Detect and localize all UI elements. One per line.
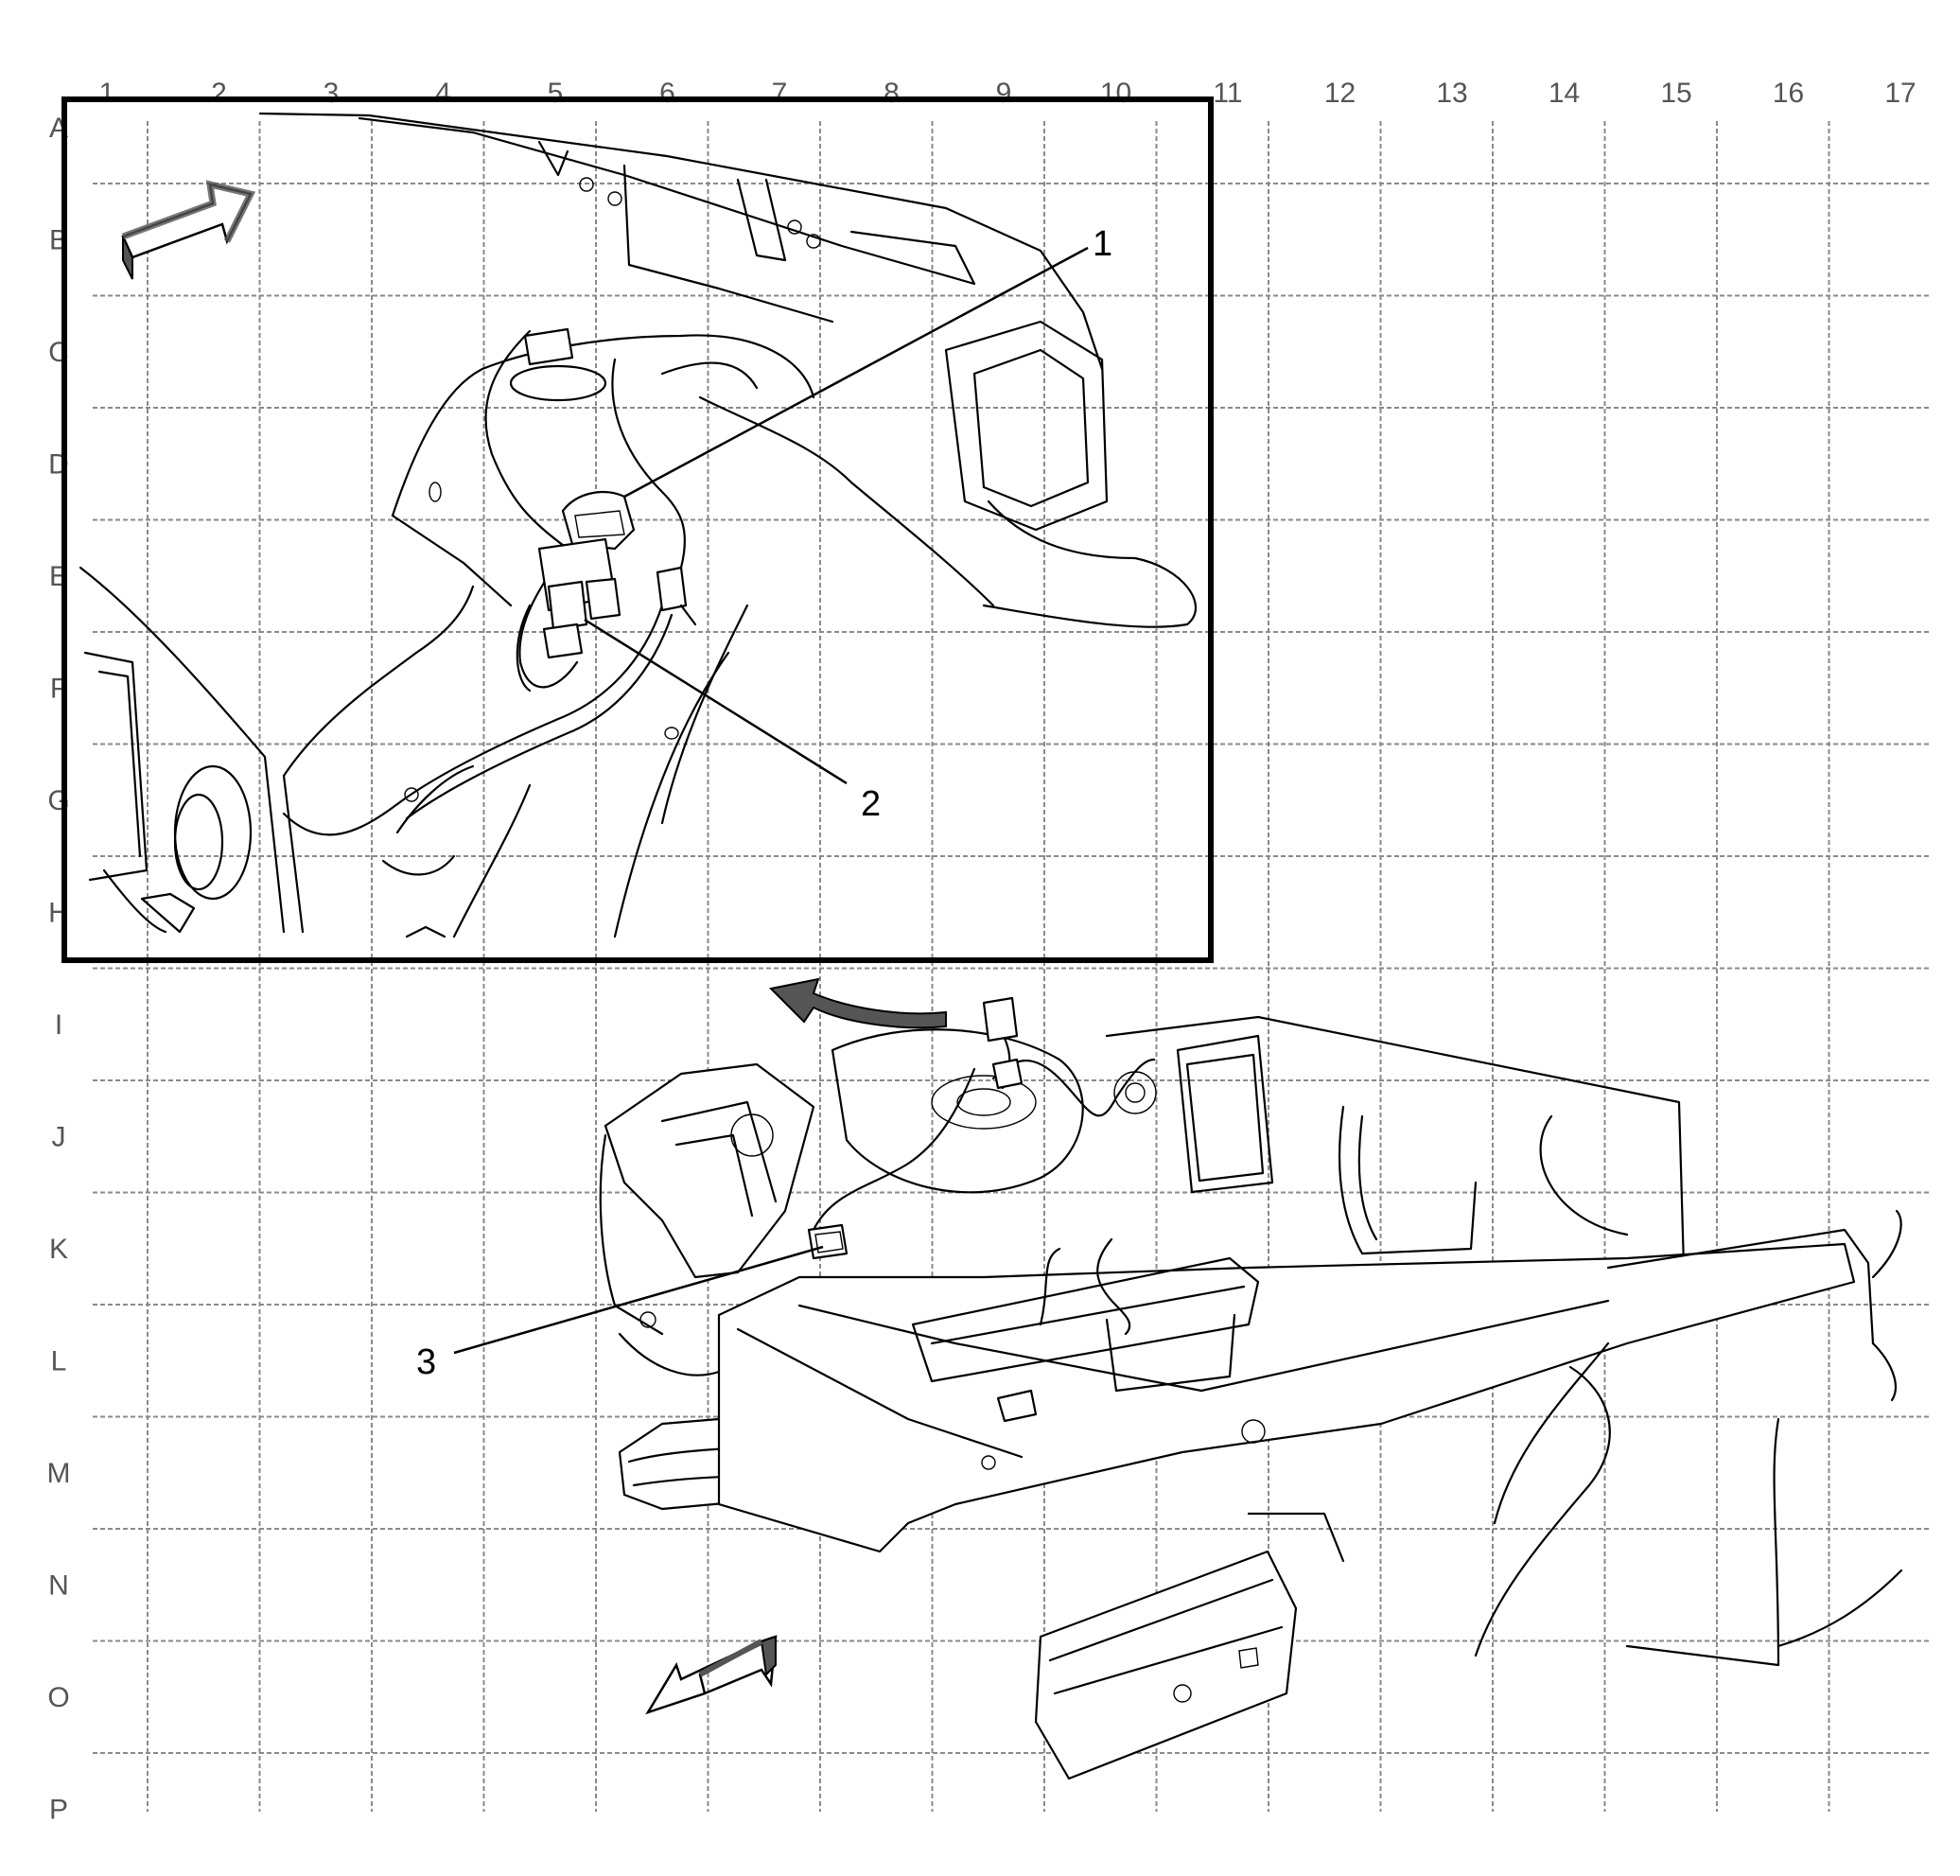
grid-column-label: 14 — [1549, 78, 1580, 109]
grid-column-label: 10 — [1100, 78, 1131, 109]
grid-column-label: 8 — [884, 78, 900, 109]
grid-row-label: I — [55, 1009, 62, 1041]
grid-column-label: 5 — [548, 78, 564, 109]
view-direction-arrow-icon — [645, 1635, 778, 1715]
callout-leaders — [453, 246, 1089, 1355]
grid-row-label: M — [47, 1458, 71, 1489]
grid-column-label: 13 — [1436, 78, 1467, 109]
grid-column-label: 11 — [1213, 78, 1242, 109]
grid-column-label: 15 — [1660, 78, 1691, 109]
grid-column-label: 16 — [1773, 78, 1804, 109]
direction-arrow-icon — [121, 180, 256, 280]
main-view-frame — [599, 996, 1903, 1780]
grid-column-label: 1 — [99, 78, 115, 109]
grid-column-label: 6 — [659, 78, 675, 109]
callout-label-2: 2 — [861, 784, 881, 824]
grid-column-label: 12 — [1324, 78, 1356, 109]
grid-column-label: 7 — [772, 78, 788, 109]
grid-row-label: L — [51, 1346, 67, 1377]
detail-inset-view — [61, 96, 1214, 963]
callout-label-1: 1 — [1093, 224, 1112, 264]
callout-label-3: 3 — [416, 1342, 436, 1382]
grid-row-label: N — [48, 1570, 69, 1602]
grid-column-label: 4 — [435, 78, 451, 109]
grid-row-label: P — [49, 1795, 68, 1826]
callout-leader-2 — [584, 618, 848, 785]
callout-leader-1 — [623, 246, 1089, 499]
grid-column-label: 17 — [1884, 78, 1916, 109]
grid-row-label: O — [47, 1682, 69, 1713]
grid-column-label: 9 — [996, 78, 1012, 109]
grid-column-label: 3 — [324, 78, 340, 109]
grid-column-label: 2 — [211, 78, 227, 109]
callout-leader-3 — [453, 1245, 824, 1355]
zoom-curved-arrow-icon — [768, 977, 947, 1029]
grid-row-label: J — [52, 1122, 66, 1153]
grid-row-label: K — [49, 1234, 68, 1265]
reference-grid — [93, 121, 1930, 1812]
